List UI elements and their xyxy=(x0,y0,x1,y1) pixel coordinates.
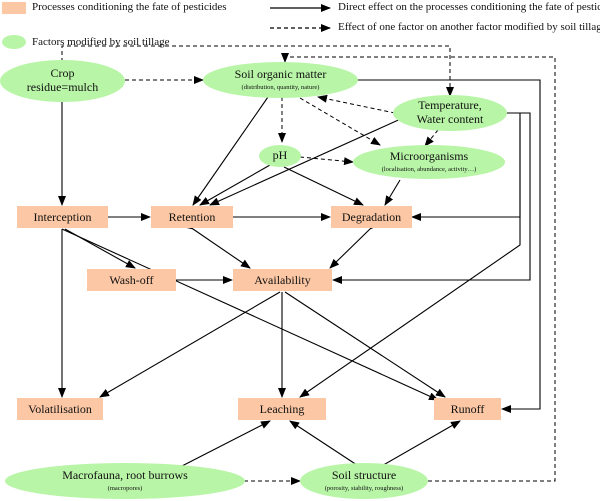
process-availability: Availability xyxy=(233,269,332,291)
factor-temperature-water: Temperature, Water content xyxy=(393,95,507,131)
edge-micro-degradation xyxy=(384,179,401,206)
direct-effects xyxy=(58,79,541,468)
process-wash-off: Wash-off xyxy=(87,269,176,291)
factor-structure-sub: (porosity, stability, roughness) xyxy=(324,485,404,493)
edge-som-retention xyxy=(192,96,269,206)
process-volatilisation: Volatilisation xyxy=(17,398,103,420)
edge-structure-leaching xyxy=(289,420,361,468)
edge-ph-retention xyxy=(199,164,271,206)
edge-temp-leaching xyxy=(299,118,521,398)
edge-interception-runoff xyxy=(61,228,439,401)
edge-ph-degradation xyxy=(283,166,364,206)
factor-soil-organic-matter: Soil organic matter (distribution, quant… xyxy=(203,62,358,98)
edge-degradation-availability xyxy=(329,219,380,269)
edge-retention-availability xyxy=(183,220,251,269)
process-runoff: Runoff xyxy=(434,398,501,420)
factor-structure-label: Soil structure xyxy=(331,468,397,483)
edge-structure-runoff xyxy=(379,420,461,468)
edge-ph-micro xyxy=(299,156,354,166)
factor-ph: pH xyxy=(259,145,301,167)
edge-temp-micro xyxy=(424,129,439,147)
edge-som-micro xyxy=(299,97,381,146)
factor-temp-line1: Temperature, xyxy=(418,98,482,113)
legend-process-swatch xyxy=(2,2,26,14)
factor-temp-line2: Water content xyxy=(416,112,484,126)
edge-temp-availability xyxy=(332,112,531,284)
edge-availability-runoff xyxy=(284,291,446,398)
process-retention: Retention xyxy=(151,206,233,228)
process-leaching: Leaching xyxy=(238,398,326,420)
factor-macro-sub: (macropores) xyxy=(107,485,143,493)
factor-macrofauna: Macrofauna, root burrows (macropores) xyxy=(5,463,245,499)
edge-som-runoff xyxy=(355,79,541,413)
edge-availability-volatilisation xyxy=(99,291,281,398)
factor-som-label: Soil organic matter xyxy=(234,67,327,82)
edge-structure-crop xyxy=(281,53,556,482)
edge-crop-temp xyxy=(61,45,454,97)
legend-factor-swatch xyxy=(2,35,26,49)
factor-som-sub: (distribution, quantity, nature) xyxy=(241,84,320,92)
factor-micro-sub: (localisation, abundance, activity…) xyxy=(381,166,477,174)
legend-process-label: Processes conditioning the fate of pesti… xyxy=(32,1,227,13)
factor-microorganisms: Microorganisms (localisation, abundance,… xyxy=(353,145,505,179)
legend-factor-label: Factors modified by soil tillage xyxy=(32,36,170,48)
factor-crop-line1: Crop xyxy=(50,66,75,81)
factor-crop: Crop residue=mulch xyxy=(0,60,125,102)
factor-ph-label: pH xyxy=(272,148,288,163)
process-interception: Interception xyxy=(17,206,108,228)
indirect-effects xyxy=(61,45,556,485)
edge-temp-retention xyxy=(209,116,406,206)
factor-crop-line2: residue=mulch xyxy=(26,80,99,94)
edge-temp-som xyxy=(317,94,396,114)
legend-direct-label: Direct effect on the processes condition… xyxy=(338,1,600,13)
process-degradation: Degradation xyxy=(331,206,412,228)
factor-micro-label: Microorganisms xyxy=(389,149,469,164)
factor-soil-structure: Soil structure (porosity, stability, rou… xyxy=(300,463,428,499)
legend-indirect-label: Effect of one factor on another factor m… xyxy=(338,21,600,33)
factor-macro-label: Macrofauna, root burrows xyxy=(62,468,188,483)
edge-macro-leaching xyxy=(179,420,271,468)
